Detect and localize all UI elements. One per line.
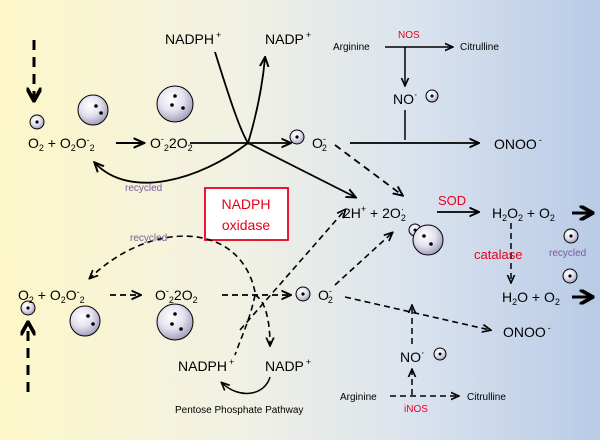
dashed-arrow-bottom-to-reaction (239, 210, 345, 331)
nadph-bottom-label: NADPH+ (178, 357, 234, 374)
ppp-recycle-arrow (222, 376, 271, 395)
dashed-arrow-superoxide-to-sod-top (334, 144, 402, 195)
no-top-label: NO· (393, 89, 418, 107)
recycled-label-center: recycled (549, 248, 586, 259)
nadp-top-label: NADP+ (265, 30, 311, 47)
recycled-label-top: recycled (125, 183, 162, 194)
molecule-o2-bottom-right (562, 268, 578, 284)
h2o2-label: H2O2 + O2 (492, 205, 555, 223)
o2-2o2-top-label: O-22O2 (150, 134, 193, 153)
citrulline-top-label: Citrulline (460, 42, 499, 53)
molecule-o2-large-top (77, 94, 109, 126)
molecule-superoxide-top (289, 129, 305, 145)
molecule-no-bottom (433, 347, 447, 361)
superoxide-bottom-label: O-2 (318, 286, 333, 305)
sod-reaction-reactants: 2H+ + 2O·2 (343, 204, 406, 223)
sod-label: SOD (438, 193, 466, 208)
molecule-o2-small-top (29, 114, 45, 130)
molecule-o2-center-right (563, 228, 579, 244)
no-bottom-label: NO· (400, 347, 425, 365)
dashed-arrow-superoxide-to-sod-bottom (334, 233, 392, 286)
onoo-top-label: ONOO- (494, 135, 542, 152)
nadp-bottom-label: NADP+ (265, 357, 311, 374)
molecule-o2-2o2-top (156, 85, 194, 123)
molecule-superoxide-bottom (295, 286, 311, 302)
nadph-oxidase-label-line2: oxidase (222, 217, 270, 233)
onoo-bottom-label: ONOO- (503, 323, 551, 340)
inos-label: iNOS (404, 404, 428, 415)
nos-label: NOS (398, 30, 420, 41)
o2-bottom-label: O2 + O2O-2 (18, 287, 85, 305)
molecule-o2-small-bottom (20, 300, 36, 316)
dashed-arrow-to-nadp-bottom (254, 294, 270, 345)
arginine-bottom-label: Arginine (340, 392, 377, 403)
molecule-o2-large-bottom (69, 305, 101, 337)
o2-top-label: O2 + O2O-2 (28, 135, 95, 153)
citrulline-bottom-label: Citrulline (467, 392, 506, 403)
nadph-top-label: NADPH+ (165, 30, 221, 47)
catalase-label: catalase (474, 247, 522, 262)
molecule-no-top (425, 89, 439, 103)
dashed-arrow-to-onoo-bottom (344, 296, 490, 330)
pentose-phosphate-pathway-label: Pentose Phosphate Pathway (175, 405, 303, 416)
nadph-oxidase-box (204, 187, 289, 241)
superoxide-top-label: O-2 (312, 134, 327, 153)
nadph-bottom-dashed-line (234, 294, 256, 356)
h2o-label: H2O + O2 (502, 289, 560, 307)
o2-2o2-bottom-label: O-22O2 (155, 286, 198, 305)
recycled-arrow-top (95, 142, 249, 184)
recycled-arrow-bottom (90, 235, 256, 293)
recycled-label-bottom: recycled (130, 233, 167, 244)
molecule-o2-2o2-bottom (156, 303, 194, 341)
arginine-top-label: Arginine (333, 42, 370, 53)
nadph-oxidase-label-line1: NADPH (221, 196, 270, 212)
molecule-superoxide-center-large (412, 224, 444, 256)
arrow-to-2h-reaction (247, 142, 355, 197)
